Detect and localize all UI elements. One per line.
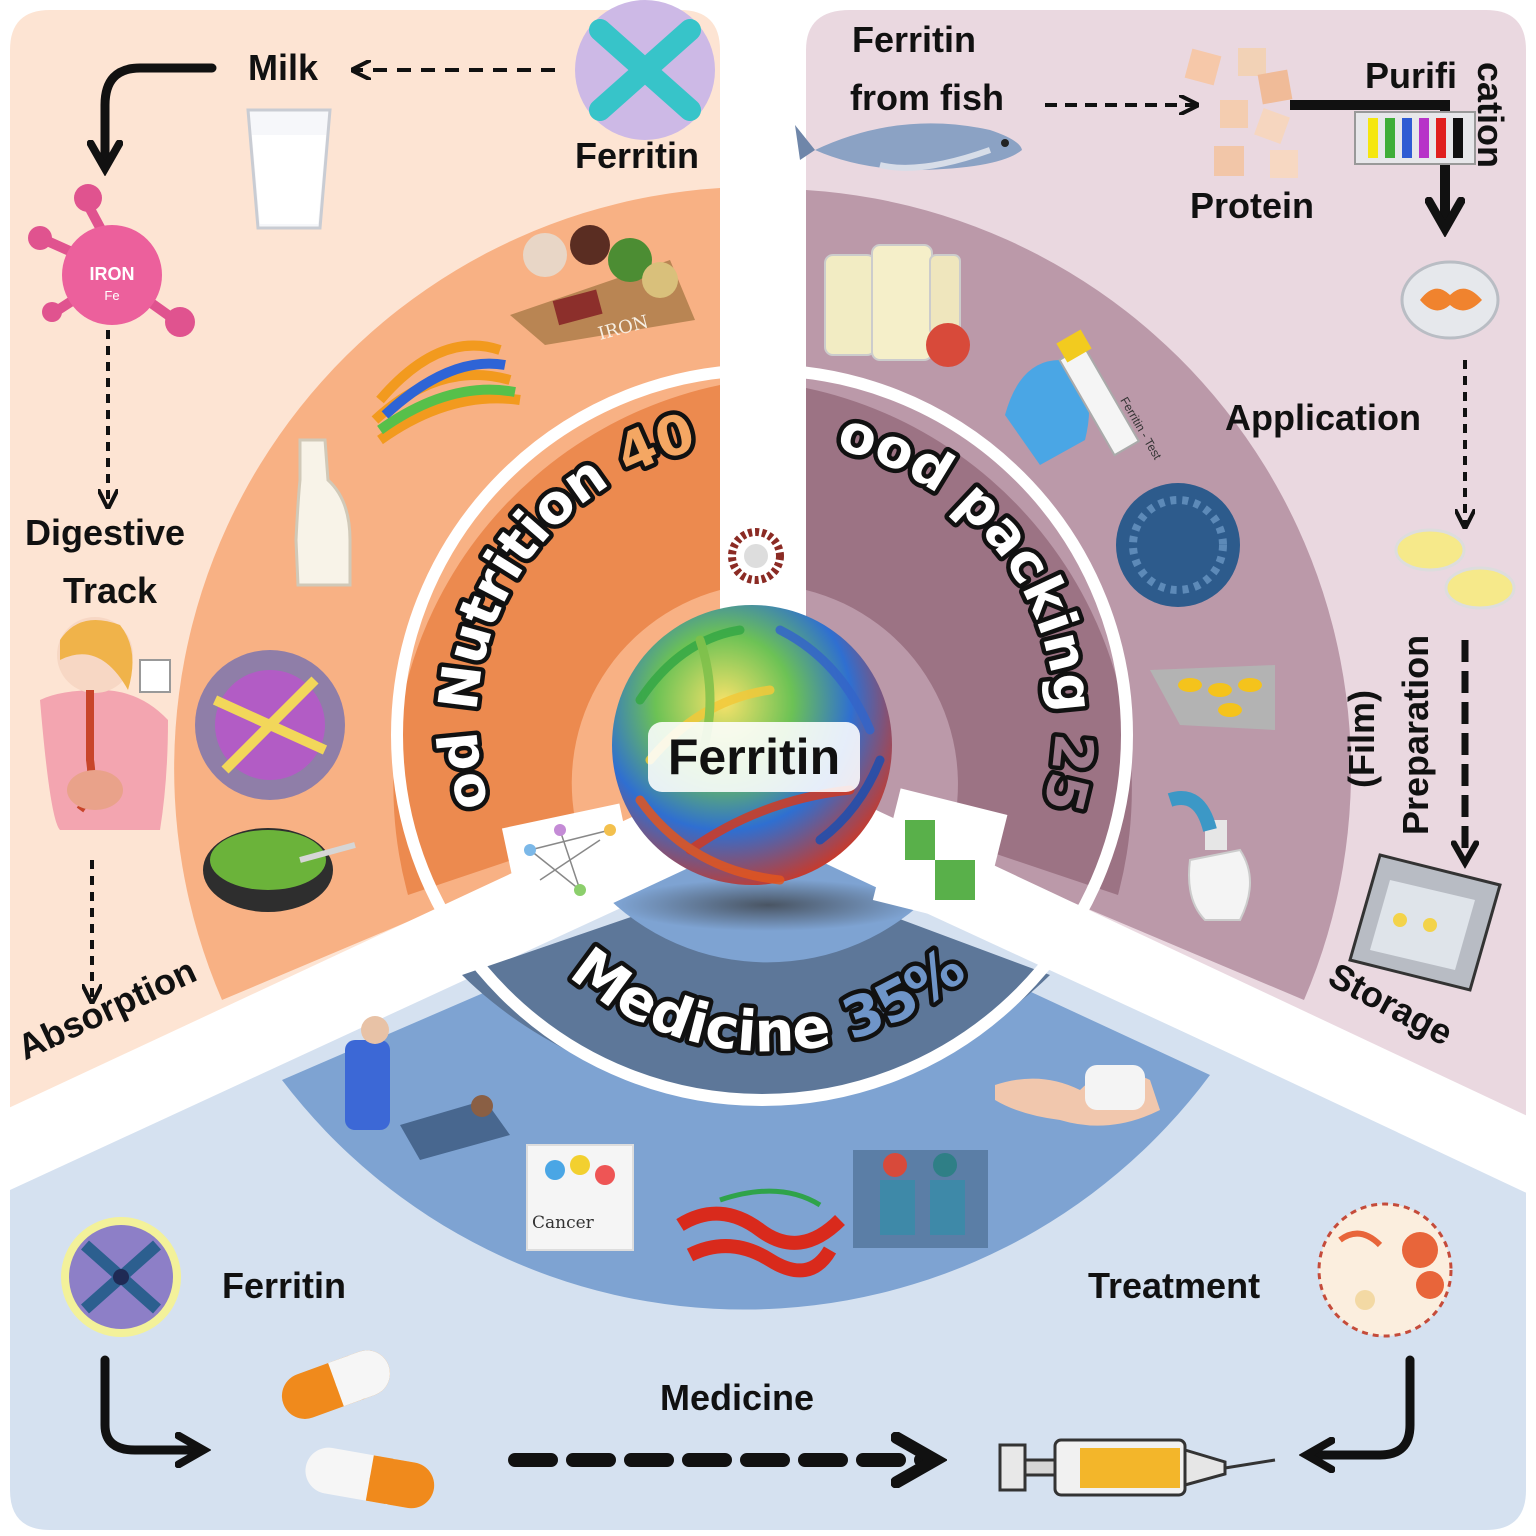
petri-dish-film-icon [1400,260,1500,340]
medicine-mid-ring [462,870,1050,1096]
wrapped-food-icon [1394,528,1516,610]
milk-bottle-icon [294,438,352,587]
iron-molecule-icon: IRON Fe [28,184,195,337]
protein-cubes-icon [1184,48,1298,178]
ferritin-from-label: Ferritin [852,19,976,60]
treatment-to-syringe-arrow [1310,1355,1415,1455]
ferritin-cage-medicine-icon [61,1217,181,1337]
ferritin-sphere-icon: Ferritin [612,605,892,885]
ferritin-blue-cage-icon [1116,483,1240,607]
preparation-label: Preparation [1395,635,1436,835]
ferritin-protein-cage-icon [195,650,345,800]
protein-to-purification-line [1290,100,1445,225]
test-tubes-rack-icon [1354,111,1476,165]
digestive-label: Digestive [25,512,185,553]
center-title: Ferritin [668,729,840,785]
yellow-capsules-icon [1150,665,1275,730]
spray-bottle-icon [1167,791,1251,921]
film-label: (Film) [1341,690,1382,788]
center-small-chart-icon [722,515,802,605]
network-figure-icon [501,803,639,917]
milk-label: Milk [248,47,319,88]
tumor-treatment-icon [1317,1202,1453,1338]
sphere-shadow [618,879,918,931]
green-peas-bowl-icon [203,828,356,912]
protein-helix-icon [371,340,521,445]
divider-left [0,763,777,1190]
fe-text: Fe [104,288,119,303]
bandaged-hand-icon [995,1065,1160,1126]
doctor-patient-icon [345,1016,510,1160]
syringe-icon [998,1438,1276,1497]
from-fish-label: from fish [850,77,1004,118]
track-label: Track [63,570,158,611]
milk-to-iron-arrow [105,63,217,165]
surgery-team-icon [853,1150,988,1248]
refrigerator-icon [1348,853,1502,992]
canned-food-jars-icon [824,244,970,367]
cancer-text: Cancer [532,1213,595,1233]
treatment-label: Treatment [1088,1265,1260,1306]
iron-text: IRON [90,264,135,284]
protein-label: Protein [1190,185,1314,226]
cation-label: cation [1470,62,1511,168]
medicine-flow-label: Medicine [660,1377,814,1418]
cancer-paper-icon: Cancer [526,1144,634,1251]
application-label: Application [1225,397,1421,438]
purifi-label: Purifi [1365,55,1457,96]
red-helix-protein-icon [676,1188,845,1278]
person-drinking-icon [40,617,171,830]
helix-figure-icon [872,788,1008,927]
ferritin-label-medicine: Ferritin [222,1265,346,1306]
fish-icon [795,123,1022,171]
ferritin-label-nutrition: Ferritin [575,135,699,176]
ferritin-cage-icon [575,0,715,140]
orange-capsules-icon [281,1350,435,1509]
ferritin-to-pills-arrow [100,1355,200,1450]
milk-glass-icon [246,108,332,230]
